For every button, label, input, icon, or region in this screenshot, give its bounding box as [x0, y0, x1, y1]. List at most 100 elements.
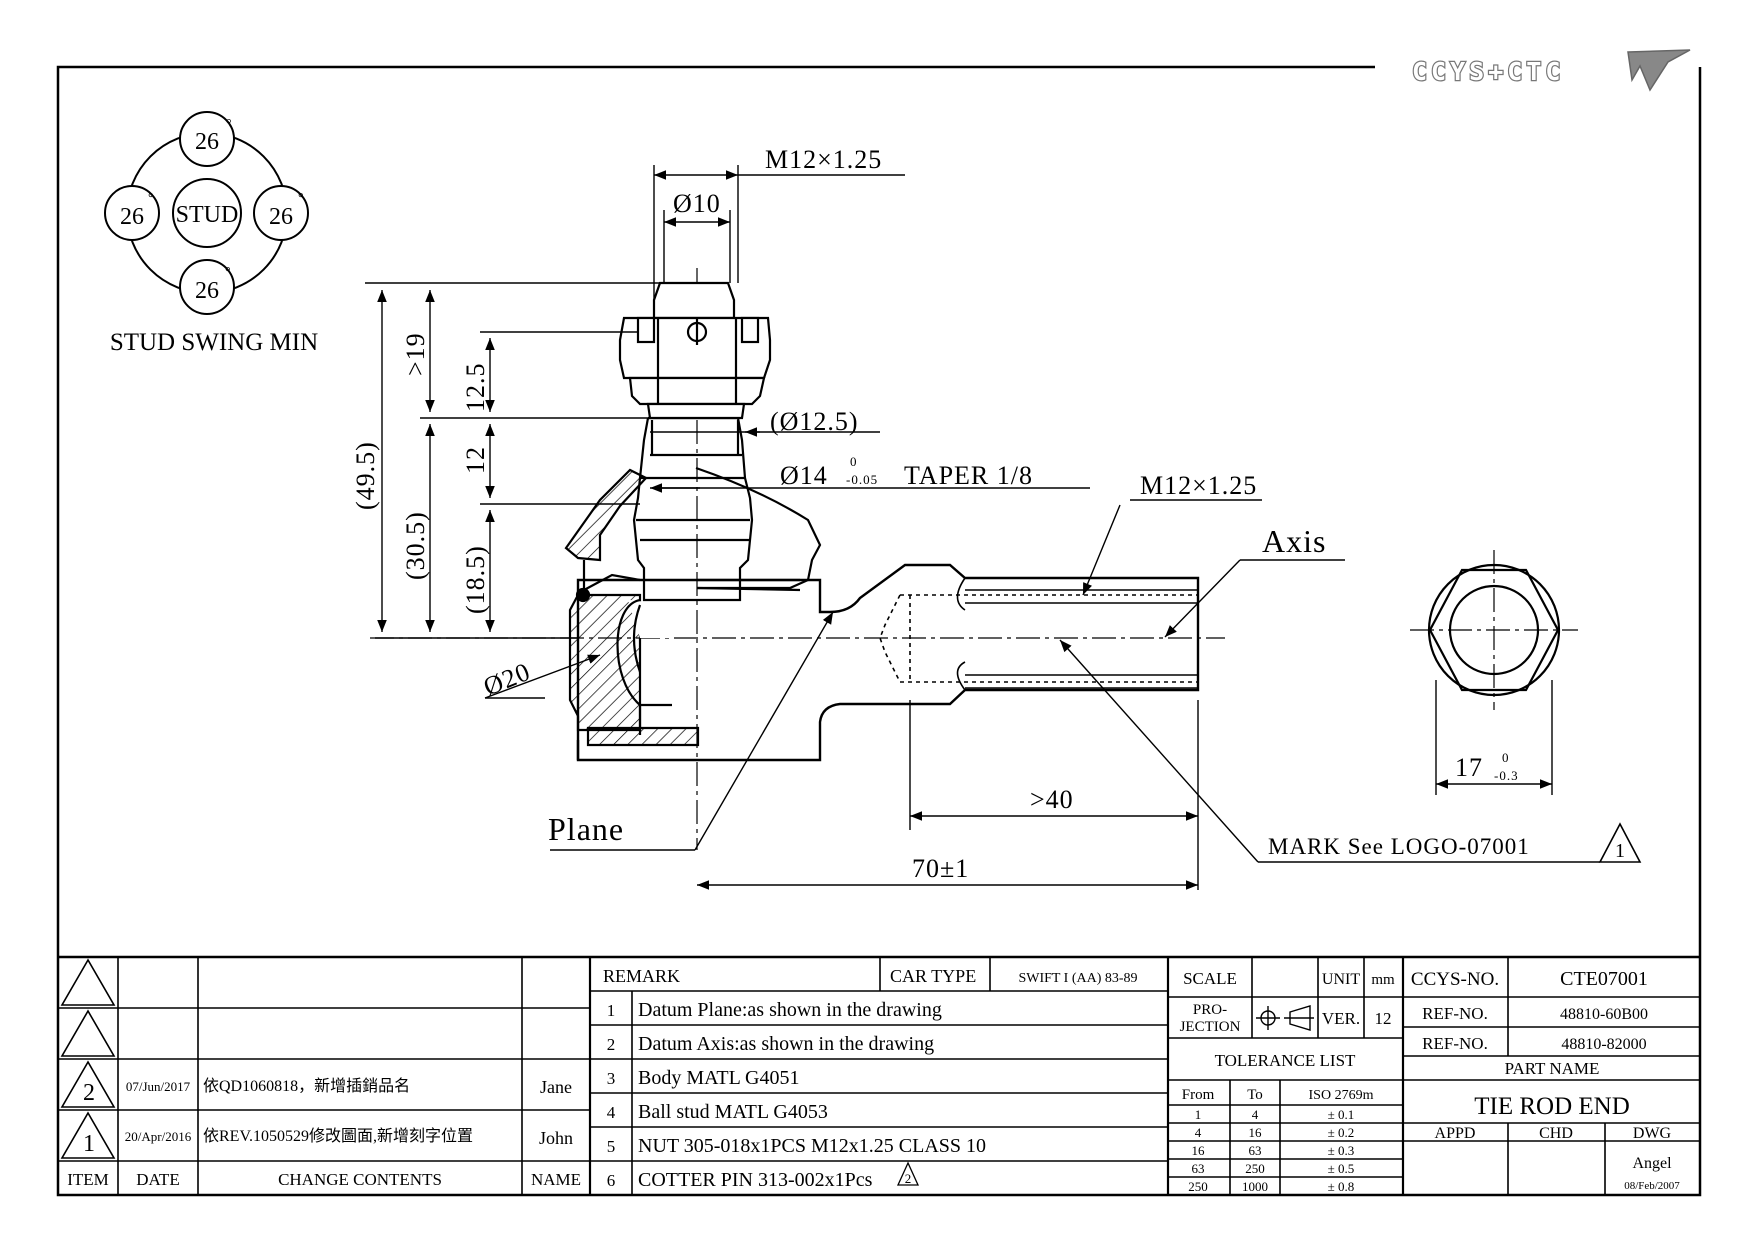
dim-dia14: Ø14: [780, 461, 828, 490]
dim-h19: >19: [401, 332, 430, 376]
remarks-table: REMARK CAR TYPE SWIFT I (AA) 83-89 1 Dat…: [603, 966, 1138, 1191]
swing-title: STUD SWING MIN: [110, 329, 318, 356]
chd-label: CHD: [1539, 1125, 1573, 1142]
rev-header-item: ITEM: [67, 1170, 109, 1189]
dim-h12: 12: [461, 446, 490, 474]
dim-gt40: >40: [1030, 785, 1074, 814]
rev-row3-name: Jane: [540, 1077, 572, 1097]
unit-label: UNIT: [1322, 971, 1360, 988]
tol-row3-val: ± 0.3: [1328, 1143, 1355, 1158]
mark-revision-triangle: 1: [1598, 822, 1642, 863]
centerlines: [370, 268, 1225, 850]
shank-thread: [879, 577, 1198, 691]
ref-no-label-1: REF-NO.: [1422, 1004, 1488, 1023]
dim-dia12-5: (Ø12.5): [770, 407, 859, 436]
dim-mark: MARK See LOGO-07001: [1268, 834, 1530, 859]
remark-5-text: NUT 305-018x1PCS M12x1.25 CLASS 10: [638, 1135, 986, 1157]
tol-row5-val: ± 0.8: [1328, 1179, 1355, 1194]
scale-label: SCALE: [1183, 969, 1237, 988]
tol-row2-val: ± 0.2: [1328, 1125, 1355, 1140]
tol-header-to: To: [1247, 1087, 1263, 1103]
dim-h30-5: (30.5): [401, 511, 430, 580]
ref-no-label-2: REF-NO.: [1422, 1034, 1488, 1053]
tol-row4-to: 250: [1245, 1161, 1265, 1176]
rev-header-name: NAME: [531, 1170, 581, 1189]
body-outline: [576, 563, 1200, 762]
drawing-date: 08/Feb/2007: [1624, 1180, 1680, 1192]
projection-label-2: JECTION: [1180, 1019, 1241, 1035]
dim-h18-5: (18.5): [461, 545, 490, 614]
dim-taper: TAPER 1/8: [904, 461, 1033, 490]
tol-row1-val: ± 0.1: [1328, 1107, 1355, 1122]
dwg-label: DWG: [1633, 1125, 1672, 1142]
ball-socket: [616, 598, 672, 735]
stud-swing-diagram: [104, 111, 309, 315]
hex-view: [1410, 550, 1578, 710]
swing-angle-top: 26: [195, 129, 219, 155]
swing-circle-center: [172, 178, 242, 248]
projection-symbol-icon: [1256, 1005, 1314, 1031]
car-type-value: SWIFT I (AA) 83-89: [1018, 971, 1137, 986]
unit-value: mm: [1371, 972, 1395, 988]
dim-axis-label: Axis: [1262, 523, 1326, 559]
tol-row2-from: 4: [1195, 1125, 1202, 1140]
remark-5-no: 5: [607, 1137, 616, 1156]
brand-logo: CCYS+CTC: [1411, 49, 1691, 92]
ball-stud: [632, 416, 754, 602]
appd-label: APPD: [1435, 1125, 1476, 1142]
drawer-name: Angel: [1632, 1155, 1672, 1172]
title-block-grid: [58, 955, 1700, 1195]
swing-deg-right: °: [298, 191, 304, 206]
ver-label: VER.: [1322, 1009, 1360, 1028]
remark-label: REMARK: [603, 966, 680, 986]
tolerance-title: TOLERANCE LIST: [1215, 1051, 1356, 1070]
dim-hex-tol-low: -0.3: [1494, 768, 1519, 783]
brand-logo-mark: [1627, 49, 1691, 92]
brand-logo-text: CCYS+CTC: [1412, 57, 1564, 86]
rev-row4-no: 1: [83, 1131, 95, 1157]
scale-tolerance-block: SCALE UNIT mm PRO- JECTION VER. 12 TOLER…: [1180, 969, 1395, 1194]
tol-row3-to: 63: [1249, 1143, 1262, 1158]
rev-row4-content: 依REV.1050529修改圖面,新增刻字位置: [203, 1127, 473, 1145]
revision-triangles: [60, 958, 920, 1186]
remark-2-no: 2: [607, 1035, 616, 1054]
revision-table: 2 07/Jun/2017 依QD1060818，新增插銷品名 Jane 1 2…: [67, 1077, 581, 1189]
part-info-block: CCYS-NO. CTE07001 REF-NO. 48810-60B00 RE…: [1411, 968, 1680, 1192]
tol-header-iso: ISO 2769m: [1309, 1088, 1374, 1103]
remark-6-rev: 2: [905, 1171, 912, 1186]
rev-row3-no: 2: [83, 1080, 95, 1106]
mark-rev-number: 1: [1615, 840, 1625, 862]
part-name-label: PART NAME: [1505, 1059, 1600, 1078]
remark-4-no: 4: [607, 1103, 616, 1122]
remark-1-no: 1: [607, 1001, 616, 1020]
remark-2-text: Datum Axis:as shown in the drawing: [638, 1033, 934, 1055]
dim-dia10: Ø10: [673, 189, 721, 218]
rev-header-date: DATE: [136, 1170, 179, 1189]
remark-3-no: 3: [607, 1069, 616, 1088]
rev-row4-name: John: [539, 1128, 573, 1148]
remark-6-no: 6: [607, 1171, 616, 1190]
swing-angle-left: 26: [120, 204, 144, 230]
tol-row4-val: ± 0.5: [1328, 1161, 1355, 1176]
ref-no-value-2: 48810-82000: [1561, 1036, 1646, 1053]
dim-thread-top: M12×1.25: [765, 145, 882, 174]
part-name-value: TIE ROD END: [1474, 1093, 1630, 1120]
dim-len70: 70±1: [912, 854, 969, 883]
tol-row5-to: 1000: [1242, 1179, 1268, 1194]
tol-row3-from: 16: [1192, 1143, 1206, 1158]
dim-h49-5: (49.5): [351, 441, 380, 510]
car-type-label: CAR TYPE: [890, 966, 976, 986]
dim-h12-5: 12.5: [461, 363, 490, 413]
dim-dia14-tol-up: 0: [850, 454, 858, 469]
tol-header-from: From: [1182, 1087, 1215, 1103]
dim-dia14-tol-low: -0.05: [846, 472, 878, 487]
stud-swing-text: 26 ° STUD 26 ° 26 ° 26 ° STUD SWING MIN: [110, 117, 318, 356]
swing-center-label: STUD: [176, 202, 239, 228]
remark-6-text: COTTER PIN 313-002x1Pcs: [638, 1169, 873, 1191]
projection-label-1: PRO-: [1193, 1002, 1227, 1018]
dim-hex17: 17: [1455, 753, 1483, 782]
tol-row5-from: 250: [1188, 1179, 1208, 1194]
dimension-texts: M12×1.25 Ø10 (Ø12.5) Ø14 0 -0.05 TAPER 1…: [351, 145, 1530, 883]
swing-circle-right: [253, 185, 309, 241]
